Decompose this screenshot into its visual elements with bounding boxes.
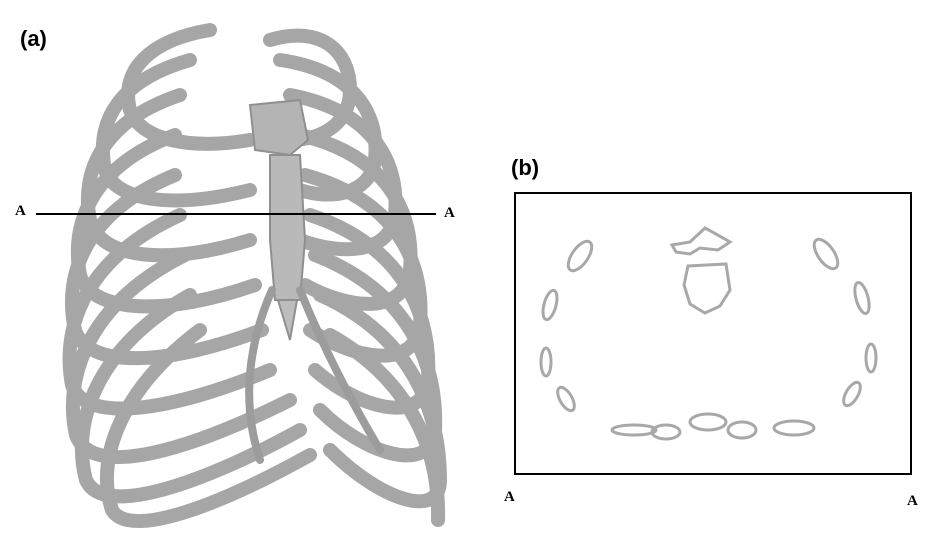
cross-section-frame [515,193,911,474]
rib-section-l4 [554,385,577,414]
rib-left-1 [128,30,250,144]
rib-section-r3 [866,344,876,372]
rib-section-r4 [840,380,863,409]
rib-section-l1 [564,237,597,274]
vertebra-section [684,264,730,313]
rib-section-r2 [852,281,872,315]
rib-section-l2 [540,289,559,321]
rib-section-l3 [541,348,551,376]
vertebral-body-section [690,414,726,430]
manubrium [250,100,308,155]
posterior-rib-3 [728,422,756,438]
cross-section-outlines [540,228,876,439]
panel-label-b: (b) [511,155,539,181]
posterior-rib-1 [612,425,656,435]
rib-section-r1 [810,235,843,272]
posterior-rib-4 [774,421,814,435]
corner-label-b-left: A [504,489,515,506]
section-label-a-right: A [444,205,455,222]
section-label-a-left: A [15,203,26,220]
corner-label-b-right: A [907,493,918,510]
panel-label-a: (a) [20,26,47,52]
sternum [250,100,308,340]
xiphoid [278,300,297,340]
sternum-section [672,228,730,254]
sternum-body [270,155,305,300]
